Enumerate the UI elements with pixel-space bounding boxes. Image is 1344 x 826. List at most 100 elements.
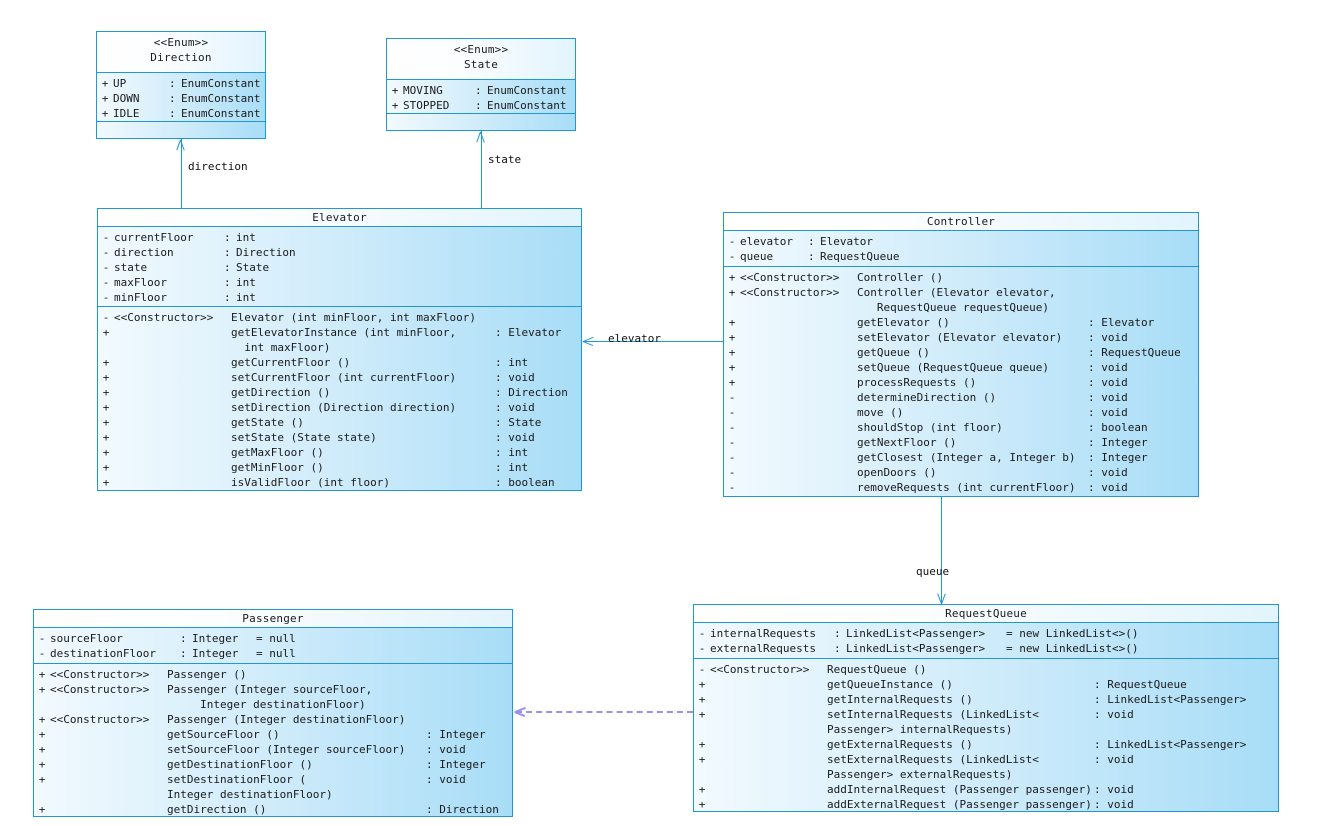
visibility-marker: - xyxy=(728,235,736,248)
operation-signature: Elevator (int minFloor, int maxFloor) xyxy=(231,311,477,324)
attribute-type: Integer xyxy=(192,632,239,645)
visibility-marker: + xyxy=(102,371,110,384)
class-operations-passenger: + <<Constructor>> Passenger () + <<Const… xyxy=(34,663,512,816)
visibility-marker: - xyxy=(728,436,736,449)
operation-row: + getInternalRequests () : LinkedList<Pa… xyxy=(694,692,1278,707)
operation-return-type: : boolean xyxy=(495,476,555,489)
attribute-name: sourceFloor xyxy=(50,632,123,645)
class-attributes-direction: + UP : EnumConstant + DOWN : EnumConstan… xyxy=(97,72,265,121)
visibility-marker: + xyxy=(38,773,46,786)
operation-signature: getCurrentFloor () xyxy=(231,356,351,369)
operation-row: - openDoors () : void xyxy=(724,465,1198,480)
class-attributes-elevator: - currentFloor : int - direction : Direc… xyxy=(98,226,581,306)
operation-return-type: : RequestQueue xyxy=(1094,678,1187,691)
operation-return-type: : void xyxy=(1088,376,1128,389)
edge-label-queue: queue xyxy=(916,565,950,578)
attribute-type: Integer xyxy=(192,647,239,660)
operation-row: - <<Constructor>> Elevator (int minFloor… xyxy=(98,310,581,325)
operation-return-type: : Integer xyxy=(1088,451,1148,464)
attribute-row: + STOPPED : EnumConstant xyxy=(387,98,575,113)
class-name: Direction xyxy=(150,51,212,64)
operation-signature: getNextFloor () xyxy=(857,436,957,449)
attribute-name: externalRequests xyxy=(710,642,816,655)
operation-row: + setElevator (Elevator elevator) : void xyxy=(724,330,1198,345)
visibility-marker: + xyxy=(38,803,46,816)
operation-signature: getExternalRequests () xyxy=(827,738,973,751)
attribute-separator: : xyxy=(808,235,815,248)
operation-signature: Passenger (Integer destinationFloor) xyxy=(167,713,406,726)
operation-signature: setExternalRequests (LinkedList< Passeng… xyxy=(827,753,1039,781)
visibility-marker: - xyxy=(102,246,110,259)
operation-signature: addInternalRequest (Passenger passenger) xyxy=(827,783,1092,796)
association-direction-line[interactable] xyxy=(181,139,182,208)
visibility-marker: + xyxy=(102,431,110,444)
operation-return-type: : void xyxy=(1088,406,1128,419)
operation-signature: determineDirection () xyxy=(857,391,997,404)
visibility-marker: + xyxy=(728,361,736,374)
operation-row: + setInternalRequests (LinkedList< Passe… xyxy=(694,707,1278,737)
attribute-row: - externalRequests : LinkedList<Passenge… xyxy=(694,641,1278,656)
attribute-name: currentFloor xyxy=(114,231,194,244)
operation-return-type: : Direction xyxy=(495,386,568,399)
attribute-separator: : xyxy=(224,261,231,274)
class-box-direction[interactable]: <<Enum>> Direction + UP : EnumConstant +… xyxy=(96,31,266,139)
operation-row: + getState () : State xyxy=(98,415,581,430)
operation-signature: isValidFloor (int floor) xyxy=(231,476,390,489)
visibility-marker: + xyxy=(728,376,736,389)
operation-row: + setDestinationFloor ( Integer destinat… xyxy=(34,772,512,802)
attribute-separator: : xyxy=(169,107,176,120)
attribute-type: LinkedList<Passenger> xyxy=(846,627,986,640)
operation-signature: getElevatorInstance (int minFloor, int m… xyxy=(231,326,457,354)
visibility-marker: - xyxy=(728,421,736,434)
class-box-passenger[interactable]: Passenger - sourceFloor : Integer = null… xyxy=(33,609,513,817)
visibility-marker: - xyxy=(728,250,736,263)
class-box-requestqueue[interactable]: RequestQueue - internalRequests : Linked… xyxy=(693,604,1279,812)
attribute-separator: : xyxy=(180,632,187,645)
visibility-marker: + xyxy=(101,77,109,90)
association-state-line[interactable] xyxy=(481,131,482,209)
operation-signature: getDestinationFloor () xyxy=(167,758,313,771)
attribute-row: + IDLE : EnumConstant xyxy=(97,106,265,121)
dependency-requestqueue-passenger[interactable] xyxy=(516,711,693,713)
visibility-marker: + xyxy=(102,476,110,489)
class-name: Elevator xyxy=(312,211,367,224)
class-header-passenger: Passenger xyxy=(34,610,512,627)
attribute-name: destinationFloor xyxy=(50,647,156,660)
operation-return-type: : Integer xyxy=(426,758,486,771)
attribute-separator: : xyxy=(834,627,841,640)
class-box-controller[interactable]: Controller - elevator : Elevator - queue… xyxy=(723,212,1199,497)
operation-row: + getDirection () : Direction xyxy=(34,802,512,817)
attribute-type: EnumConstant xyxy=(181,107,261,120)
operation-row: - shouldStop (int floor) : boolean xyxy=(724,420,1198,435)
operation-signature: setDestinationFloor ( Integer destinatio… xyxy=(167,773,333,801)
visibility-marker: - xyxy=(38,632,46,645)
operation-signature: getElevator () xyxy=(857,316,950,329)
attribute-type: int xyxy=(236,276,256,289)
class-box-elevator[interactable]: Elevator - currentFloor : int - directio… xyxy=(97,208,582,491)
operation-signature: setState (State state) xyxy=(231,431,377,444)
operation-return-type: : RequestQueue xyxy=(1088,346,1181,359)
attribute-row: - destinationFloor : Integer = null xyxy=(34,646,512,661)
class-name: RequestQueue xyxy=(945,607,1027,620)
attribute-separator: : xyxy=(169,77,176,90)
association-elevator-line[interactable] xyxy=(583,341,723,342)
operation-return-type: : int xyxy=(495,461,529,474)
operation-row: - getClosest (Integer a, Integer b) : In… xyxy=(724,450,1198,465)
operation-return-type: : State xyxy=(495,416,542,429)
operation-signature: removeRequests (int currentFloor) xyxy=(857,481,1076,494)
visibility-marker: - xyxy=(698,627,706,640)
operation-row: + setCurrentFloor (int currentFloor) : v… xyxy=(98,370,581,385)
visibility-marker: - xyxy=(728,466,736,479)
class-operations-state xyxy=(387,113,575,131)
visibility-marker: + xyxy=(698,798,706,811)
attribute-separator: : xyxy=(224,291,231,304)
class-operations-elevator: - <<Constructor>> Elevator (int minFloor… xyxy=(98,306,581,489)
class-box-state[interactable]: <<Enum>> State + MOVING : EnumConstant +… xyxy=(386,38,576,131)
association-queue-line[interactable] xyxy=(941,497,942,604)
operation-return-type: : void xyxy=(1088,361,1128,374)
visibility-marker: - xyxy=(698,642,706,655)
operation-return-type: : void xyxy=(1088,331,1128,344)
attribute-name: queue xyxy=(740,250,774,263)
operation-row: + getDirection () : Direction xyxy=(98,385,581,400)
